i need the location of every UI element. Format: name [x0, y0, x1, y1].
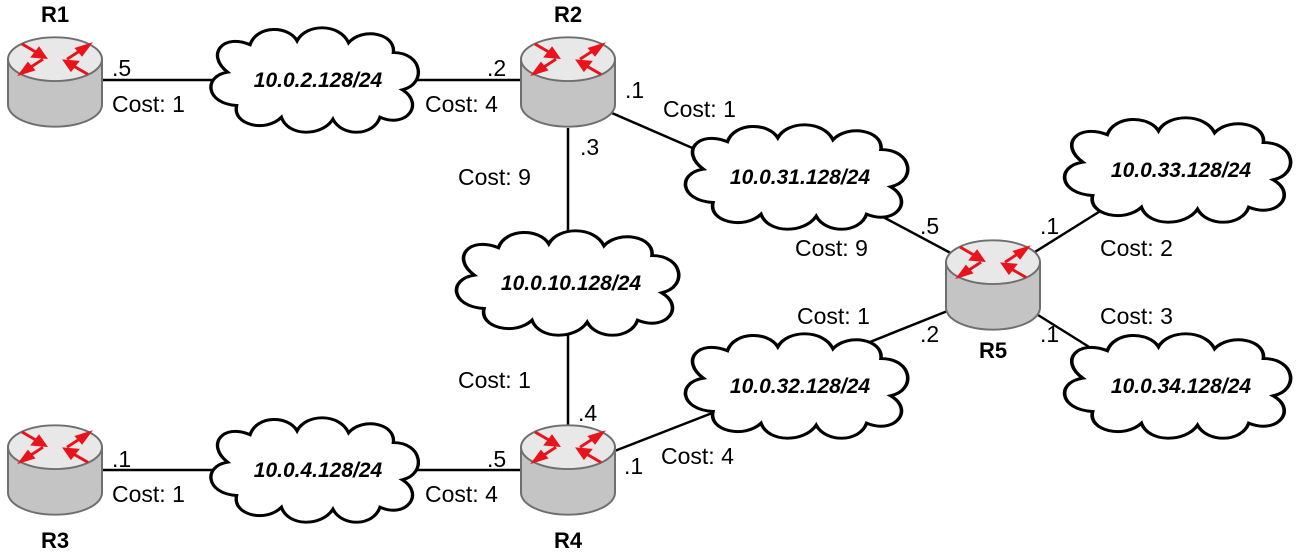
ip-label-r1-n2: .5 [112, 55, 131, 81]
ip-label-r5-n33: .1 [1040, 213, 1059, 239]
router-r2-icon[interactable] [519, 35, 617, 129]
ip-label-r5-n31: .5 [920, 213, 939, 239]
link-r5-n33 [1029, 203, 1111, 257]
cost-label-r4-n32: Cost: 4 [661, 443, 734, 469]
network-label-10-0-10-128: 10.0.10.128/24 [501, 272, 641, 295]
cost-label-r4-n4: Cost: 4 [425, 481, 498, 507]
router-r5-icon[interactable] [944, 238, 1042, 332]
ip-label-r3-n4: .1 [112, 446, 131, 472]
ip-label-r4-n32: .1 [624, 453, 643, 479]
cost-label-r2-n10: Cost: 9 [458, 164, 531, 190]
interface-labels: .5 Cost: 1 .2 Cost: 4 .1 Cost: 1 .3 Cost… [112, 55, 1173, 507]
ip-label-r4-n10: .4 [578, 400, 597, 426]
router-r1-label: R1 [41, 2, 69, 27]
cost-label-r1-n2: Cost: 1 [112, 91, 185, 117]
cost-label-r5-n31: Cost: 9 [795, 235, 868, 261]
ip-label-r4-n4: .5 [487, 446, 506, 472]
ip-label-r5-n32: .2 [920, 321, 939, 347]
ip-label-r2-n31: .1 [625, 77, 644, 103]
ip-label-r2-n2: .2 [487, 55, 506, 81]
network-label-10-0-33-128: 10.0.33.128/24 [1111, 159, 1251, 182]
router-r3-label: R3 [41, 528, 69, 553]
router-r3-icon[interactable] [6, 423, 104, 517]
cost-label-r2-n2: Cost: 4 [425, 91, 498, 117]
ip-label-r5-n34: .1 [1040, 321, 1059, 347]
router-r4-label: R4 [554, 528, 583, 553]
links [100, 78, 1111, 472]
router-r4-icon[interactable] [519, 423, 617, 517]
cost-label-r5-n34: Cost: 3 [1100, 303, 1173, 329]
network-label-10-0-4-128: 10.0.4.128/24 [254, 459, 383, 482]
network-label-10-0-31-128: 10.0.31.128/24 [730, 166, 870, 189]
cost-label-r5-n33: Cost: 2 [1100, 235, 1173, 261]
cost-label-r3-n4: Cost: 1 [112, 481, 185, 507]
link-r4-n32 [611, 408, 721, 454]
ip-label-r2-n10: .3 [580, 134, 599, 160]
router-r1-icon[interactable] [6, 35, 104, 129]
router-r2-label: R2 [554, 2, 582, 27]
network-label-10-0-2-128: 10.0.2.128/24 [254, 69, 383, 92]
cost-label-r4-n10: Cost: 1 [458, 367, 531, 393]
cost-label-r5-n32: Cost: 1 [797, 303, 870, 329]
network-label-10-0-32-128: 10.0.32.128/24 [730, 375, 870, 398]
router-r5-label: R5 [979, 338, 1007, 363]
cost-label-r2-n31: Cost: 1 [663, 96, 736, 122]
network-label-10-0-34-128: 10.0.34.128/24 [1111, 375, 1251, 398]
